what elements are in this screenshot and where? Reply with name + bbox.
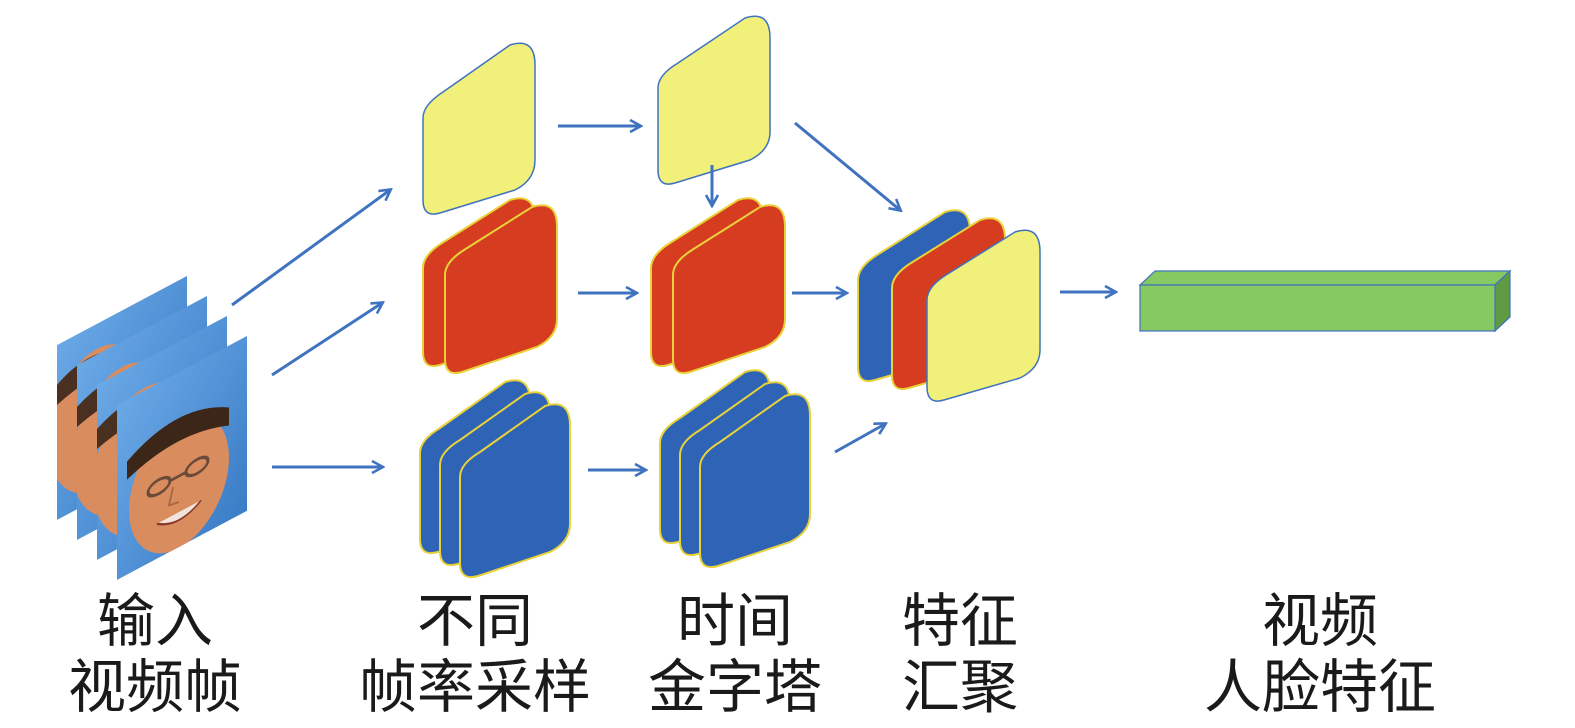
aggregation-column xyxy=(857,209,1041,402)
arrow-blue-to-aggregation xyxy=(834,424,885,454)
pyramid-column xyxy=(650,15,811,569)
label-aggregation-line1: 特征 xyxy=(901,587,1018,655)
arrow-input-to-red xyxy=(271,303,382,377)
input-arrows xyxy=(231,190,390,467)
arrow-input-to-yellow xyxy=(231,190,390,307)
red-feature-card xyxy=(444,204,558,375)
output-feature-vector xyxy=(1138,269,1512,333)
label-aggregation: 特征 汇聚 xyxy=(870,588,1050,720)
label-input-line1: 输入 xyxy=(96,587,213,655)
label-input-line2: 视频帧 xyxy=(67,653,242,721)
label-pyramid-line2: 金字塔 xyxy=(647,653,822,721)
label-output-line2: 人脸特征 xyxy=(1203,653,1436,721)
yellow-feature-card xyxy=(422,42,536,215)
label-output: 视频 人脸特征 xyxy=(1190,588,1450,720)
feature-vector-front xyxy=(1139,284,1496,332)
label-input: 输入 视频帧 xyxy=(45,588,265,720)
yellow-aggregated-card xyxy=(926,229,1041,402)
arrow-yellow-to-aggregation xyxy=(794,121,900,210)
feature-vector-top xyxy=(1138,270,1512,286)
label-output-line1: 视频 xyxy=(1261,587,1378,655)
face-frame-front xyxy=(117,335,247,580)
pyramid-arrows xyxy=(712,121,900,454)
red-feature-card xyxy=(672,204,786,375)
blue-feature-card xyxy=(699,393,811,569)
label-sampling-line2: 帧率采样 xyxy=(358,653,591,721)
input-frames-stack xyxy=(57,275,247,580)
sampling-to-pyramid-arrows xyxy=(558,126,645,470)
blue-feature-card xyxy=(459,403,571,579)
label-pyramid: 时间 金字塔 xyxy=(625,588,845,720)
yellow-feature-card xyxy=(657,15,771,185)
label-sampling-line1: 不同 xyxy=(416,587,533,655)
label-aggregation-line2: 汇聚 xyxy=(901,653,1018,721)
label-pyramid-line1: 时间 xyxy=(676,587,793,655)
label-sampling: 不同 帧率采样 xyxy=(355,588,595,720)
sampling-column xyxy=(419,42,571,579)
